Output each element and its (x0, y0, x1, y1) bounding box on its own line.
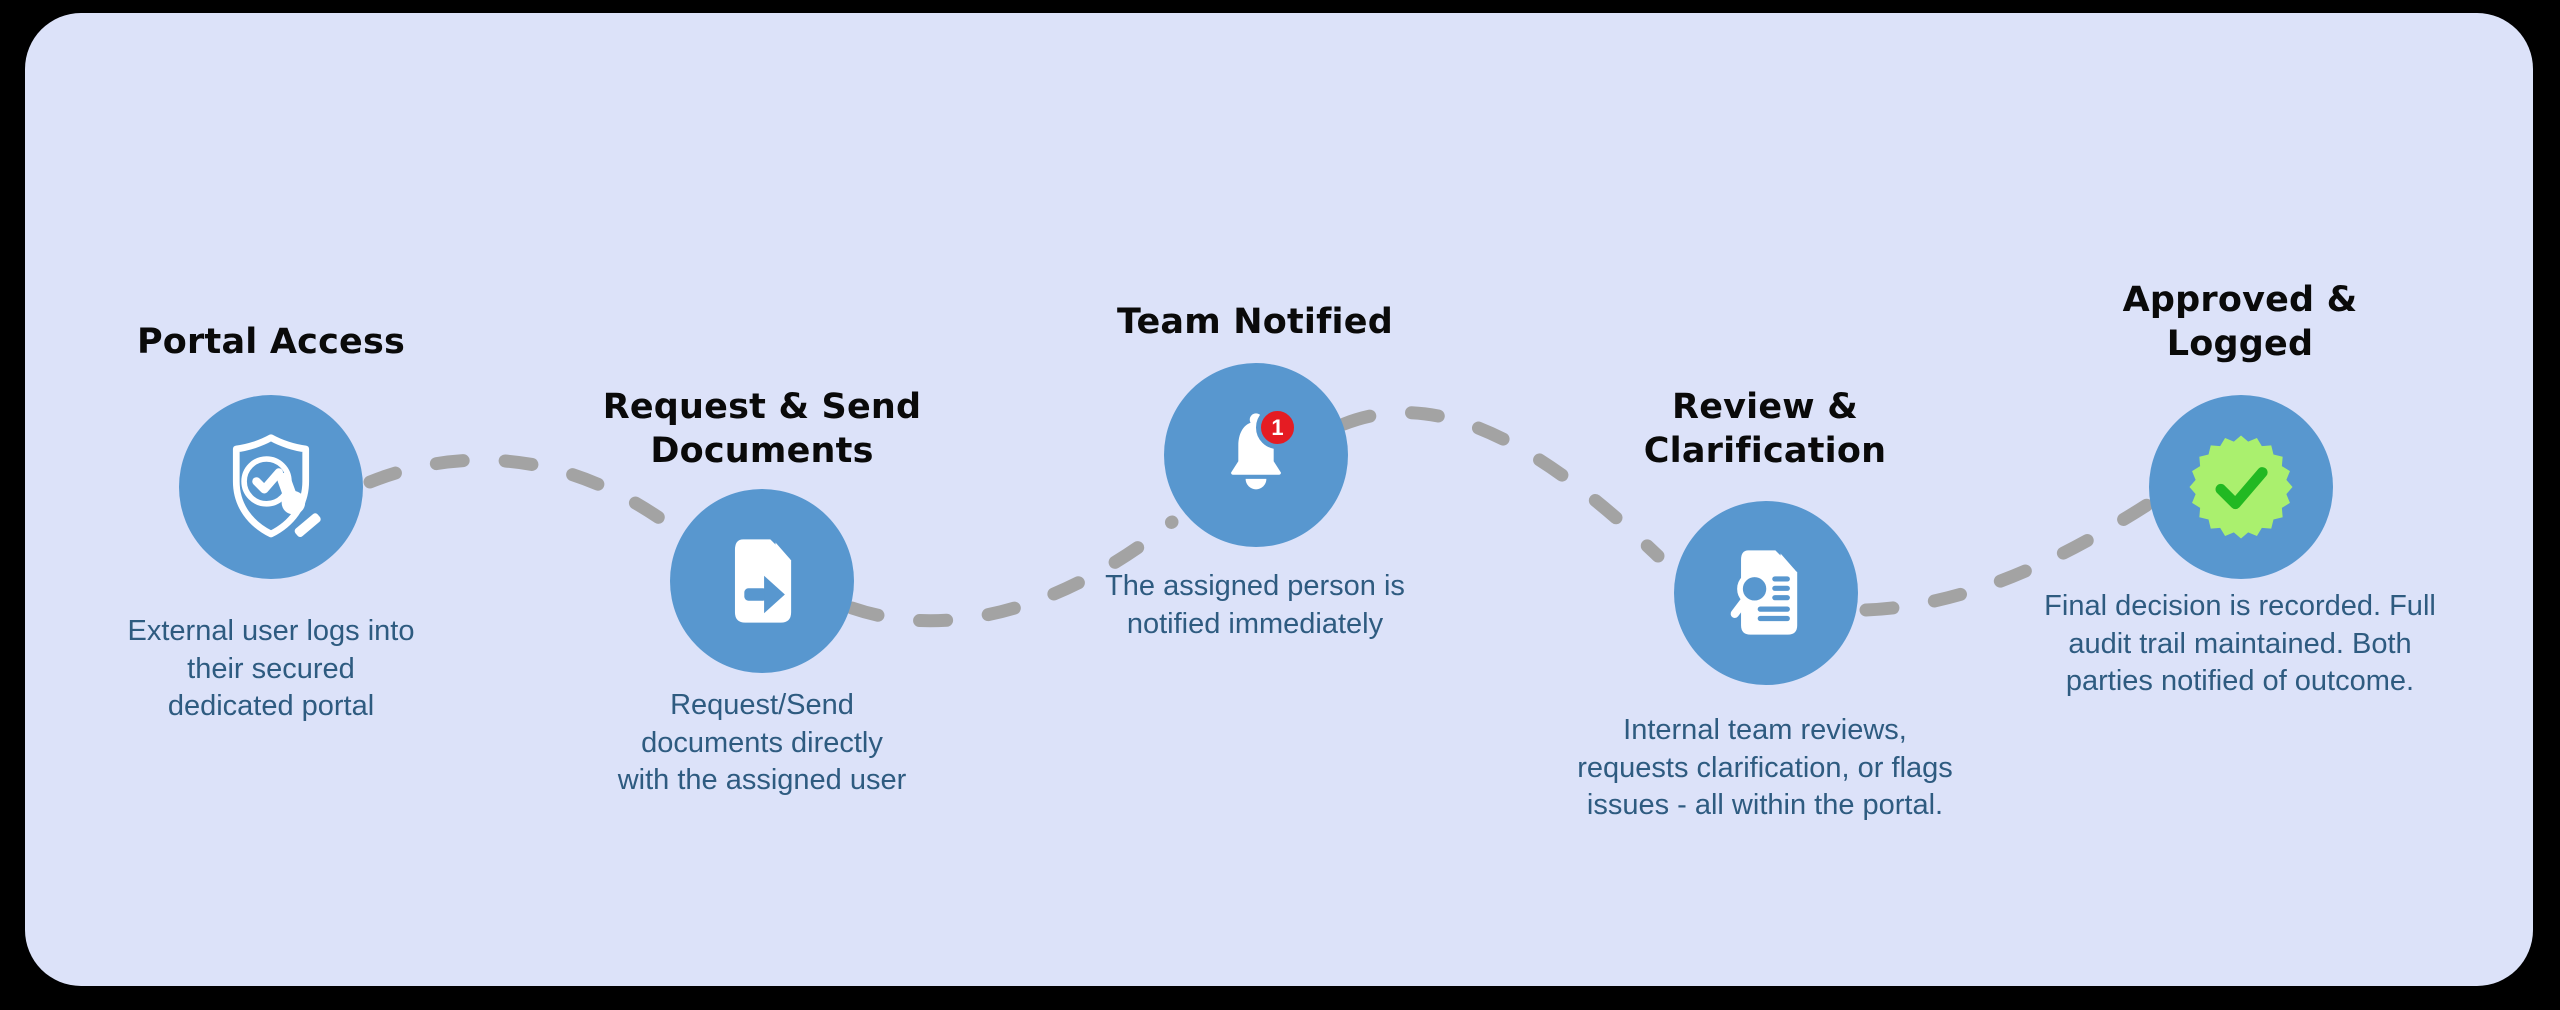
step-circle-portal-access (179, 395, 363, 579)
document-search-icon (1730, 550, 1798, 635)
step-title: Team Notified (1117, 302, 1393, 342)
step-title: Request & Send Documents (602, 387, 922, 471)
approval-seal-icon (2189, 435, 2293, 539)
document-send-icon (734, 539, 792, 623)
step-circle-approved-logged (2149, 395, 2333, 579)
step-circle-request-send-documents (670, 489, 854, 673)
connector-dash-2 (845, 515, 1179, 628)
step-title: Portal Access (136, 322, 406, 362)
connector-dash-4 (1859, 496, 2157, 617)
step-description: The assigned person is notified immediat… (1105, 570, 1405, 640)
step-description: External user logs into their secured de… (127, 615, 415, 722)
connector-dash-3 (1337, 406, 1665, 563)
step-circle-review-clarification (1674, 501, 1858, 685)
step-title: Review & Clarification (1643, 387, 1887, 471)
notification-badge: 1 (1256, 406, 1299, 449)
shield-check-click-icon (232, 434, 321, 538)
step-description: Request/Send documents directly with the… (617, 689, 907, 796)
step-description: Final decision is recorded. Full audit t… (2044, 590, 2436, 697)
step-circle-team-notified: 1 (1164, 363, 1348, 547)
connector-dash-1 (363, 453, 683, 537)
step-title: Approved & Logged (2122, 280, 2358, 364)
step-description: Internal team reviews, requests clarific… (1577, 714, 1953, 821)
